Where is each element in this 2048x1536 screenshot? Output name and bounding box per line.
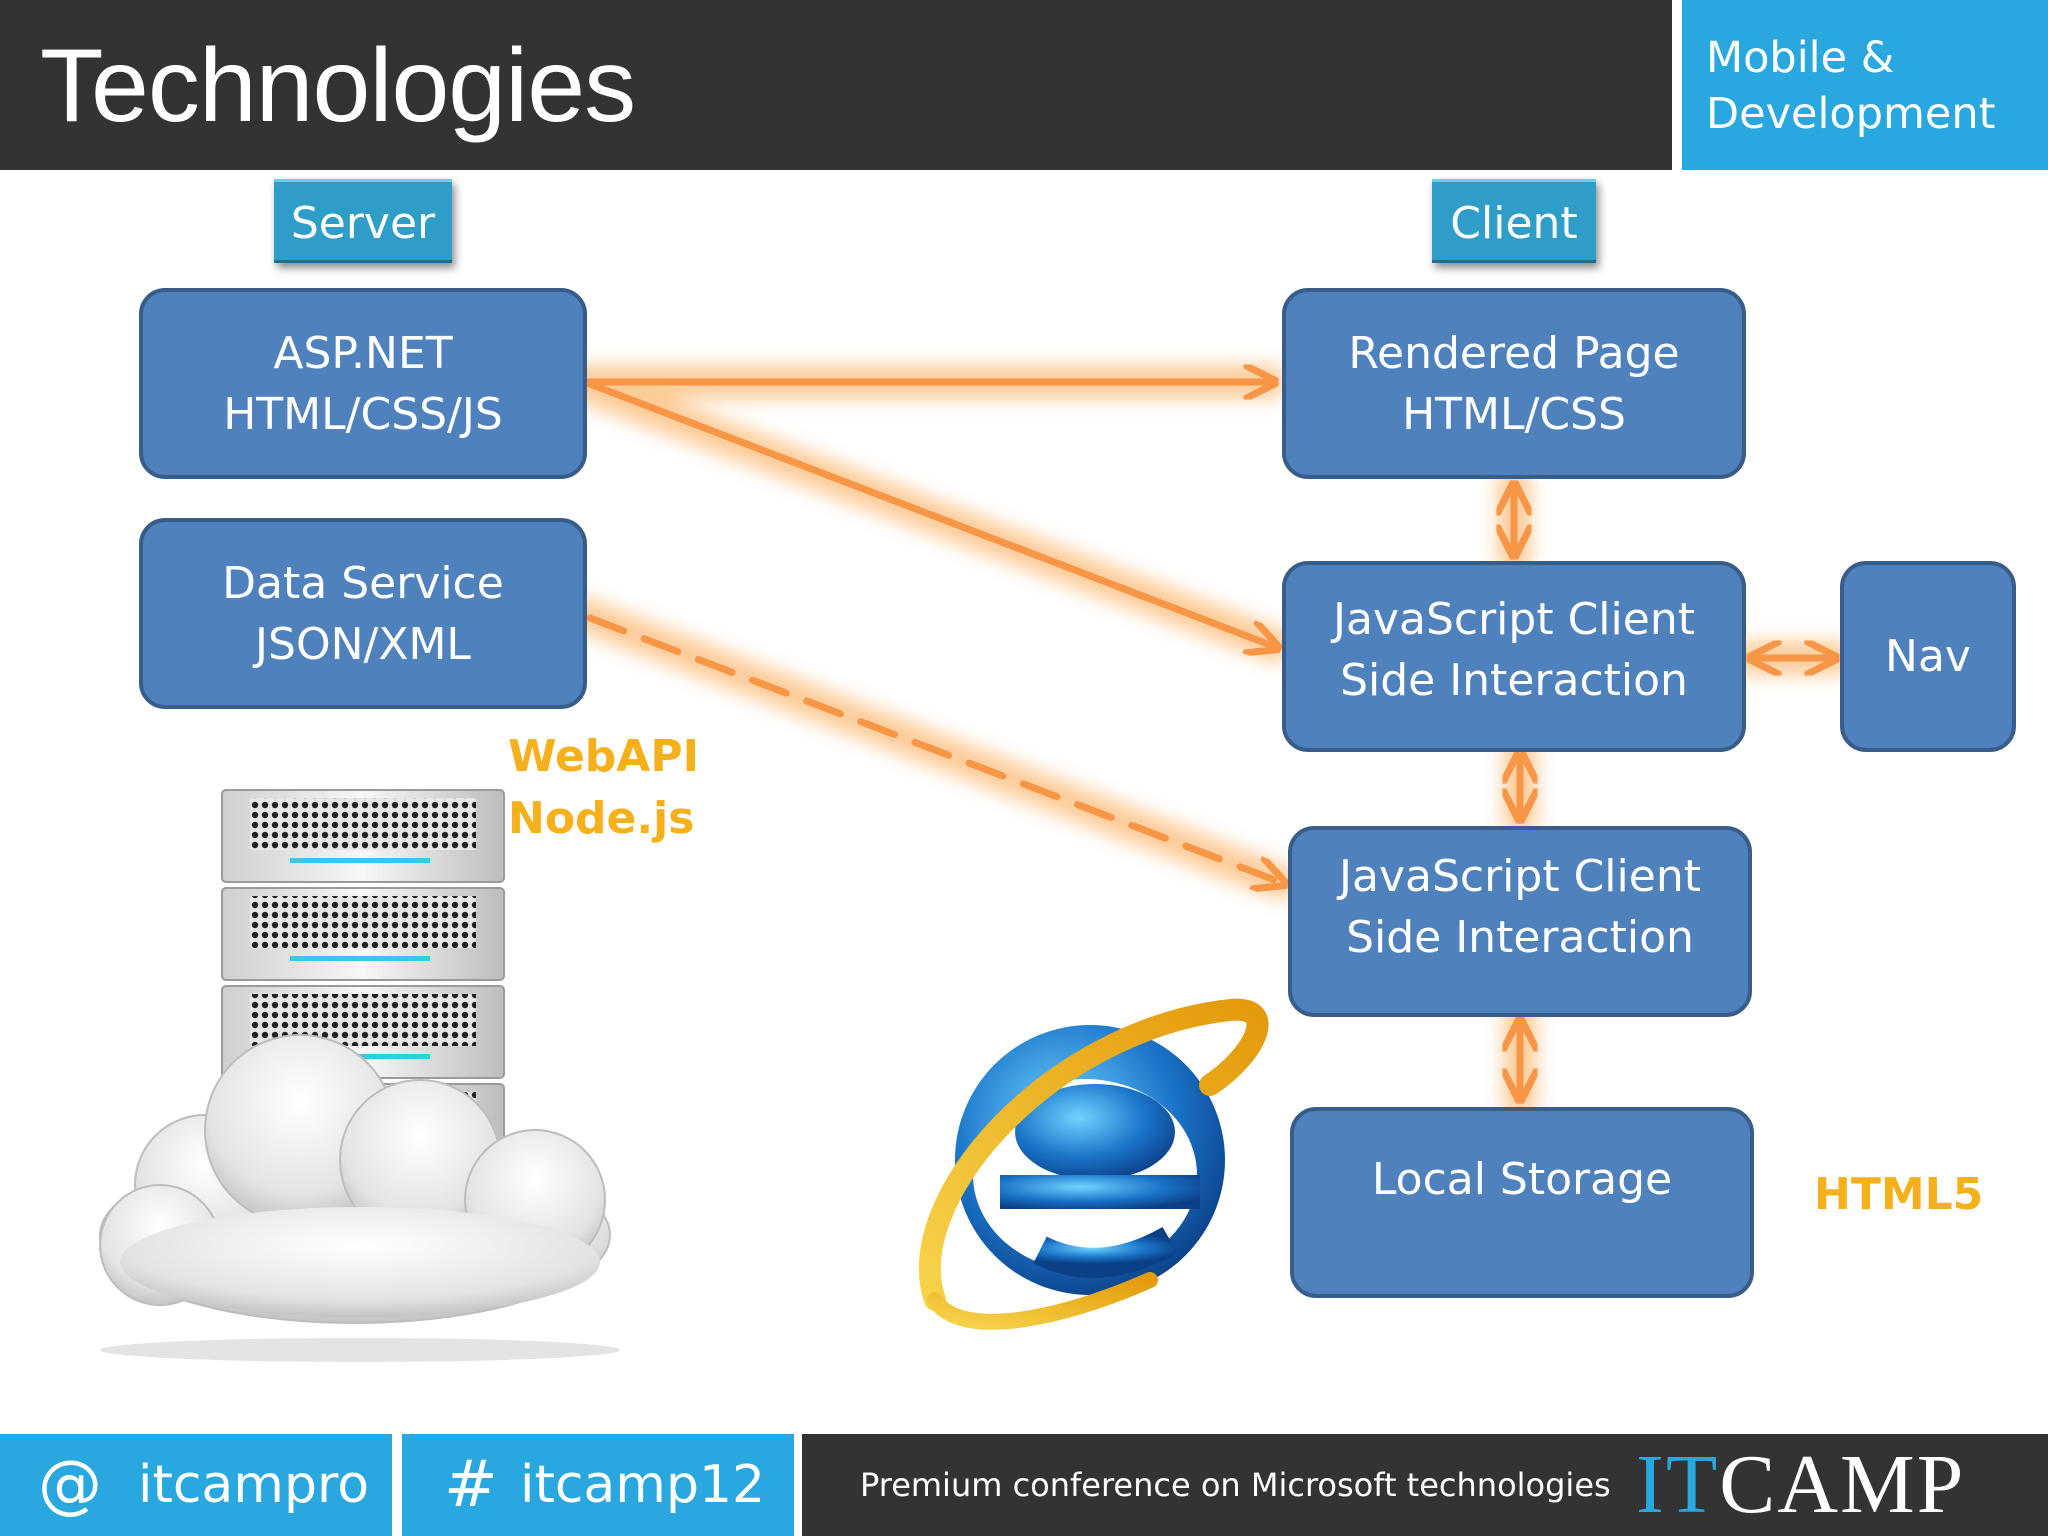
data-service-box: Data Service JSON/XML [139, 518, 587, 709]
rendered-page-box-line2: HTML/CSS [1402, 388, 1626, 440]
twitter-handle: itcampro [138, 1455, 370, 1515]
nav-box-label: Nav [1885, 631, 1971, 682]
nav-box: Nav [1840, 561, 2016, 752]
hashtag-text: itcamp12 [520, 1455, 766, 1515]
itcamp-logo: ITCAMP [1636, 1434, 1965, 1536]
at-icon: @ [38, 1448, 102, 1522]
track-badge: Mobile & Development [1682, 0, 2048, 170]
rendered-page-box-line1: Rendered Page [1348, 327, 1680, 379]
data-service-box-line1: Data Service [222, 557, 504, 609]
conference-tagline: Premium conference on Microsoft technolo… [860, 1466, 1611, 1504]
data-service-box-line2: JSON/XML [255, 618, 471, 670]
footer-twitter-handle: @ itcampro [0, 1434, 392, 1536]
js-client-box-2-line2: Side Interaction [1346, 911, 1694, 963]
local-storage-box-label: Local Storage [1371, 1154, 1673, 1205]
cloud-icon [99, 1034, 611, 1324]
html5-label: HTML5 [1814, 1169, 1984, 1220]
itcamp-logo-camp: CAMP [1719, 1438, 1966, 1531]
js-client-box-1: JavaScript Client Side Interaction [1282, 561, 1746, 752]
footer-hashtag: # itcamp12 [402, 1434, 794, 1536]
internet-explorer-icon [918, 998, 1269, 1330]
js-client-box-1-line1: JavaScript Client [1333, 593, 1695, 645]
itcamp-logo-it: IT [1636, 1438, 1720, 1531]
server-rack-icon [100, 789, 620, 1362]
track-label: Mobile & Development [1706, 33, 1996, 139]
client-tag: Client [1432, 179, 1596, 263]
rendered-page-box: Rendered Page HTML/CSS [1282, 288, 1746, 479]
footer-branding: Premium conference on Microsoft technolo… [802, 1434, 2048, 1536]
nodejs-label: Node.js [508, 793, 695, 844]
webapi-label: WebAPI [508, 731, 699, 782]
js-client-box-2: JavaScript Client Side Interaction [1288, 826, 1752, 1017]
js-client-box-2-line1: JavaScript Client [1339, 850, 1701, 902]
arrow-aspnet-to-js-client [581, 378, 1278, 648]
arrow-dataservice-to-js-client [586, 614, 1285, 884]
slide-title: Technologies [40, 28, 636, 144]
js-client-box-1-line2: Side Interaction [1340, 654, 1688, 706]
server-tag: Server [274, 179, 452, 263]
local-storage-box: Local Storage [1290, 1107, 1754, 1298]
aspnet-box-line2: HTML/CSS/JS [223, 388, 503, 440]
aspnet-box: ASP.NET HTML/CSS/JS [139, 288, 587, 479]
title-bar: Technologies [0, 0, 1672, 170]
hashtag-icon: # [444, 1448, 498, 1522]
aspnet-box-line1: ASP.NET [273, 327, 453, 379]
